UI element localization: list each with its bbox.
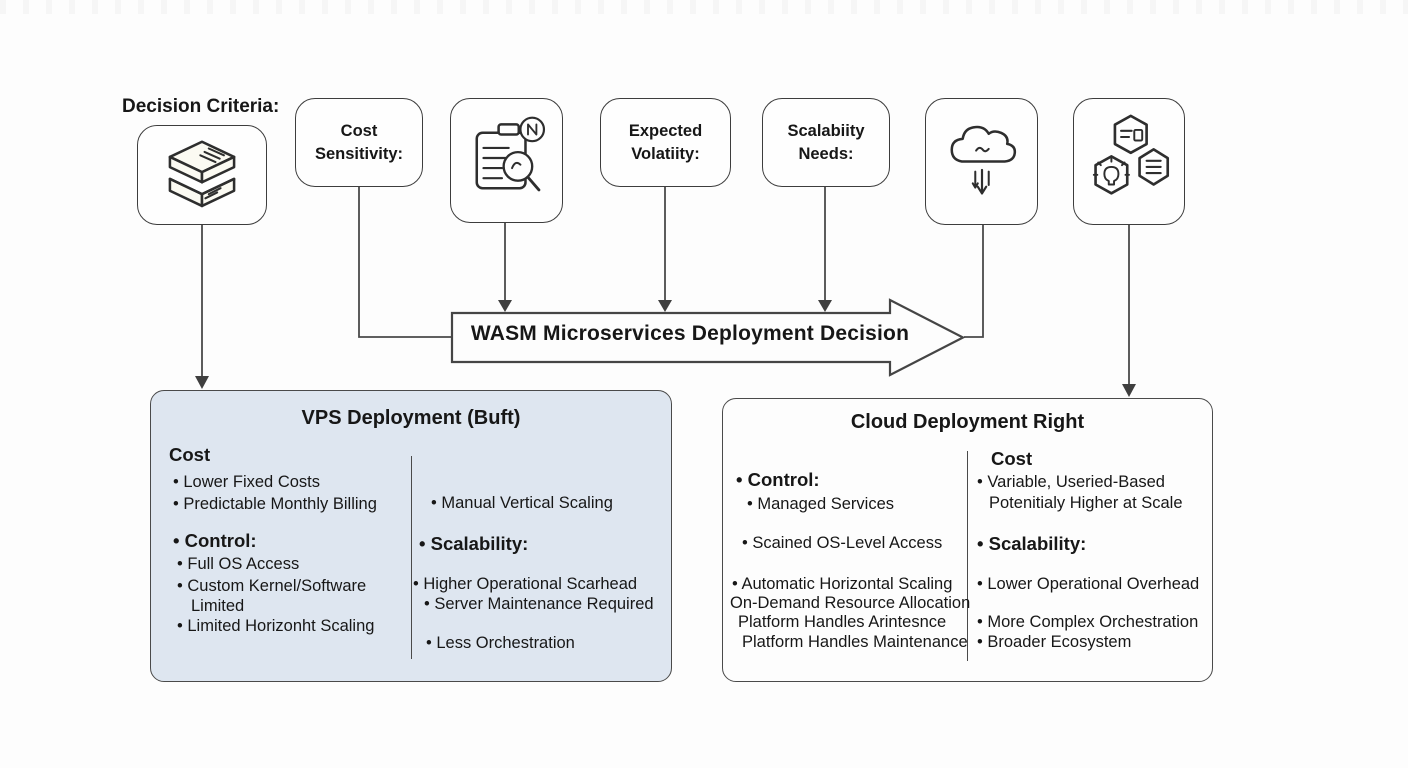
- connector-box2-to-banner: [358, 187, 452, 338]
- cloud-column-divider: [967, 451, 968, 661]
- vps-list-item: • Limited Horizonht Scaling: [177, 617, 375, 635]
- cloud-list-item: On-Demand Resource Allocation: [730, 594, 971, 612]
- arrowhead-box3: [498, 300, 512, 312]
- cloud-control-heading: • Control:: [736, 469, 820, 490]
- vps-column-divider: [411, 456, 412, 659]
- criteria-box-cost-sensitivity: Cost Sensitivity:: [295, 98, 423, 187]
- vps-cost-heading: Cost: [169, 444, 211, 465]
- criteria-box-modules: [1073, 98, 1185, 225]
- criteria-box-cloud: [925, 98, 1038, 225]
- cloud-deployment-panel: Cloud Deployment Right • Control: • Mana…: [722, 398, 1213, 682]
- decision-criteria-label: Decision Criteria:: [122, 96, 280, 117]
- document-analysis-icon: [465, 110, 549, 211]
- cloud-list-item: Potenitialy Higher at Scale: [989, 494, 1183, 512]
- cloud-panel-title: Cloud Deployment Right: [850, 411, 1085, 433]
- decision-arrow-shape: [450, 298, 966, 377]
- vps-panel-title: VPS Deployment (Buft): [301, 407, 521, 429]
- cloud-list-item: • More Complex Orchestration: [977, 613, 1199, 631]
- top-noise-artifact: [0, 0, 1408, 14]
- cloud-list-item: • Managed Services: [747, 495, 895, 513]
- criteria-box-scalability-needs: Scalabiity Needs:: [762, 98, 890, 187]
- vps-list-item: • Server Maintenance Required: [424, 595, 654, 613]
- cloud-list-item: • Scained OS-Level Access: [742, 534, 943, 552]
- arrowhead-cloud: [1122, 384, 1136, 397]
- layers-stack-icon: [159, 135, 245, 216]
- decision-banner-title: WASM Microservices Deployment Decision: [470, 322, 910, 345]
- vps-list-item: • Lower Fixed Costs: [173, 473, 320, 491]
- arrowhead-box4: [658, 300, 672, 312]
- vps-control-heading: • Control:: [173, 530, 257, 551]
- cloud-list-item: • Broader Ecosystem: [977, 633, 1132, 651]
- vps-list-item: • Less Orchestration: [426, 634, 575, 652]
- scalability-needs-label: Scalabiity Needs:: [787, 122, 865, 163]
- connector-box6-to-banner: [964, 225, 984, 338]
- vps-list-item: • Manual Vertical Scaling: [431, 494, 613, 512]
- cloud-download-icon: [940, 109, 1024, 214]
- cloud-list-item: • Variable, Useried-Based: [977, 473, 1165, 491]
- vps-list-item: Limited: [191, 597, 245, 615]
- vps-list-item: • Full OS Access: [177, 555, 300, 573]
- expected-volatility-label: Expected Volatiity:: [628, 122, 703, 163]
- vps-list-item: • Higher Operational Scarhead: [413, 575, 638, 593]
- cloud-list-item: Platform Handles Maintenance: [742, 633, 968, 651]
- cloud-cost-heading: Cost: [991, 448, 1033, 469]
- vps-scalability-heading: • Scalability:: [419, 533, 529, 554]
- vps-list-item: • Custom Kernel/Software: [177, 577, 367, 595]
- hexagon-modules-icon: [1085, 107, 1173, 216]
- criteria-box-analysis: [450, 98, 563, 223]
- cloud-list-item: • Automatic Horizontal Scaling: [732, 575, 953, 593]
- criteria-box-architecture: [137, 125, 267, 225]
- arrowhead-box5: [818, 300, 832, 312]
- vps-list-item: • Predictable Monthly Billing: [173, 495, 377, 513]
- cloud-scalability-heading: • Scalability:: [977, 533, 1087, 554]
- criteria-box-expected-volatility: Expected Volatiity:: [600, 98, 731, 187]
- cloud-list-item: • Lower Operational Overhead: [977, 575, 1200, 593]
- arrowhead-vps: [195, 376, 209, 389]
- cost-sensitivity-label: Cost Sensitivity:: [314, 122, 404, 163]
- vps-deployment-panel: VPS Deployment (Buft) Cost • Lower Fixed…: [150, 390, 672, 682]
- cloud-list-item: Platform Handles Arintesnce: [738, 613, 947, 631]
